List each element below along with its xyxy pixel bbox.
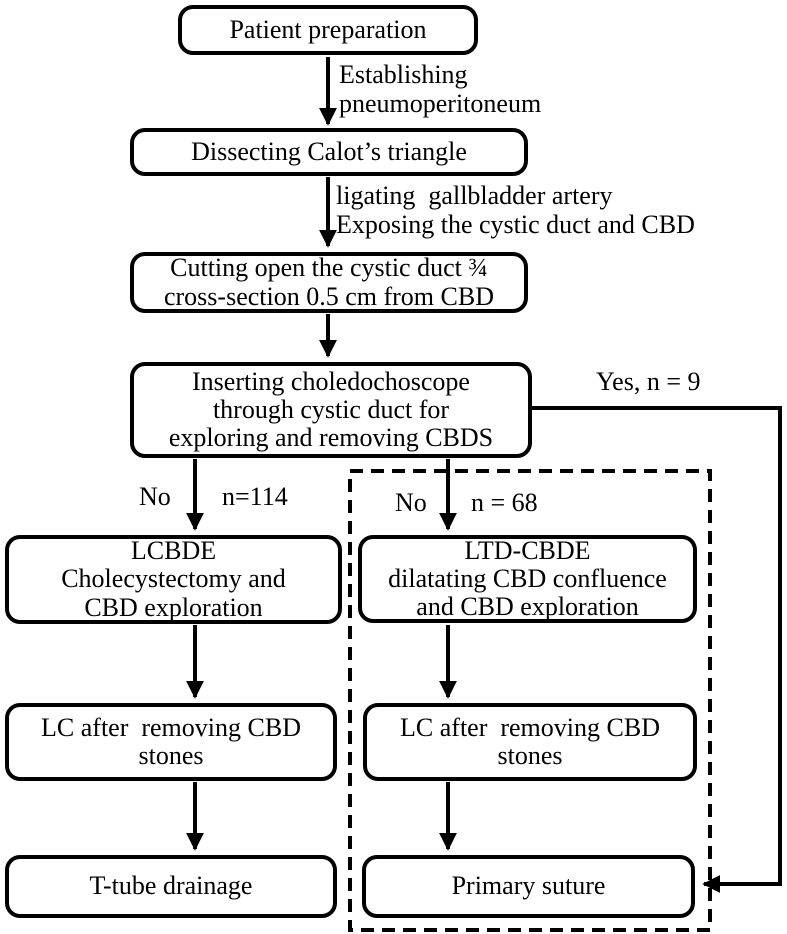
- edge-label-ligating-exposing: ligating gallbladder artery Exposing the…: [336, 181, 695, 240]
- flow-node-ltd-cbde: LTD-CBDE dilatating CBD confluence and C…: [358, 535, 697, 623]
- edge-label-establishing-pneumoperitoneum: Establishing pneumoperitoneum: [339, 60, 542, 119]
- edge-label-yes-n9: Yes, n = 9: [596, 367, 701, 396]
- flow-node-inserting-choledochoscope: Inserting choledochoscope through cystic…: [130, 362, 532, 458]
- flow-node-t-tube-drainage: T-tube drainage: [5, 855, 337, 918]
- dashed-group-box: [348, 469, 712, 932]
- flow-node-patient-preparation: Patient preparation: [178, 5, 478, 55]
- arrow-yes-to-primary-suture: [532, 406, 782, 893]
- flow-node-lc-after-removing-stones-right: LC after removing CBD stones: [363, 703, 697, 781]
- edge-label-no-left: No: [139, 482, 171, 511]
- flow-node-lc-after-removing-stones-left: LC after removing CBD stones: [5, 703, 337, 781]
- edge-label-n68: n = 68: [471, 488, 538, 517]
- flow-node-dissecting-calots-triangle: Dissecting Calot’s triangle: [130, 128, 528, 176]
- edge-label-n114: n=114: [222, 482, 288, 511]
- edge-label-no-right: No: [395, 488, 427, 517]
- flow-node-cutting-open-cystic-duct: Cutting open the cystic duct ¾ cross-sec…: [130, 252, 528, 313]
- flow-node-primary-suture: Primary suture: [362, 855, 695, 918]
- flow-node-lcbde: LCBDE Cholecystectomy and CBD exploratio…: [5, 535, 342, 624]
